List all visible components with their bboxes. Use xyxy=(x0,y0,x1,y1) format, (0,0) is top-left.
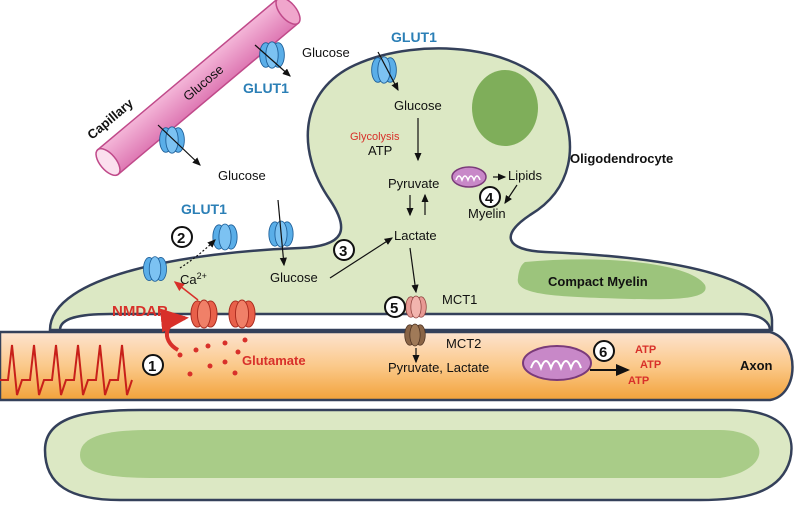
mct1-label: MCT1 xyxy=(442,292,477,307)
nmdar-receptor-2 xyxy=(228,299,256,329)
glutamate-curved-arrow xyxy=(159,308,189,352)
glut1-transporter-vesicle xyxy=(143,256,167,282)
glucose-top-label: Glucose xyxy=(302,45,350,60)
svg-text:3: 3 xyxy=(339,243,347,260)
svg-text:4: 4 xyxy=(485,190,494,207)
glucose-myelin-label: Glucose xyxy=(270,270,318,285)
mct2-label: MCT2 xyxy=(446,336,481,351)
nucleus xyxy=(472,70,538,146)
myelin-label: Myelin xyxy=(468,206,506,221)
svg-text:6: 6 xyxy=(599,344,607,361)
nmdar-to-ca-arrow xyxy=(173,281,199,301)
atp-label-2: ATP xyxy=(640,359,661,371)
compact-myelin-region xyxy=(517,259,706,300)
glut1-transporter-capillary-top xyxy=(259,41,285,69)
svg-text:1: 1 xyxy=(148,358,156,375)
step-2: 2 xyxy=(171,226,193,248)
step-1: 1 xyxy=(142,354,164,376)
step-6: 6 xyxy=(593,340,615,362)
mitochondrion-oligo-icon xyxy=(451,166,487,188)
mct2-transporter xyxy=(404,323,426,347)
glut1-oligo-label: GLUT1 xyxy=(391,29,437,45)
glut1-transporter-myelin-1 xyxy=(212,223,238,251)
action-potential-spikes xyxy=(0,344,133,396)
glutamate-label: Glutamate xyxy=(242,353,306,368)
atp-oligo-label: ATP xyxy=(368,143,392,158)
atp-label-1: ATP xyxy=(635,344,656,356)
calcium-arrow xyxy=(179,239,216,269)
capillary: Glucose xyxy=(95,0,301,177)
lower-myelin-compact xyxy=(80,430,760,478)
glutamate-molecules xyxy=(177,337,248,377)
nmdar-receptor-1 xyxy=(190,299,218,329)
svg-text:2: 2 xyxy=(177,230,185,247)
lactate-label: Lactate xyxy=(394,228,437,243)
calcium-label: Ca2+ xyxy=(180,271,207,287)
pyruvate-label: Pyruvate xyxy=(388,176,439,191)
glut1-myelin-label: GLUT1 xyxy=(181,201,227,217)
glucose-mid-label: Glucose xyxy=(218,168,266,183)
mct1-transporter xyxy=(405,295,427,319)
flow-arrows xyxy=(157,44,630,376)
glucose-oligo-label: Glucose xyxy=(394,98,442,113)
glycolysis-label: Glycolysis xyxy=(350,131,400,143)
pyruvate-lactate-label: Pyruvate, Lactate xyxy=(388,360,489,375)
mitochondrion-axon-icon xyxy=(522,345,592,381)
step-3: 3 xyxy=(333,239,355,261)
svg-text:5: 5 xyxy=(390,300,398,317)
step-4: 4 xyxy=(479,186,501,208)
compact-myelin-label: Compact Myelin xyxy=(548,274,648,289)
oligodendrocyte-label: Oligodendrocyte xyxy=(570,151,673,166)
axon-label: Axon xyxy=(740,358,773,373)
step-5: 5 xyxy=(384,296,406,318)
nmdar-label: NMDAR xyxy=(112,303,168,320)
lipids-label: Lipids xyxy=(508,168,542,183)
glut1-capillary-label: GLUT1 xyxy=(243,80,289,96)
atp-label-3: ATP xyxy=(628,375,649,387)
